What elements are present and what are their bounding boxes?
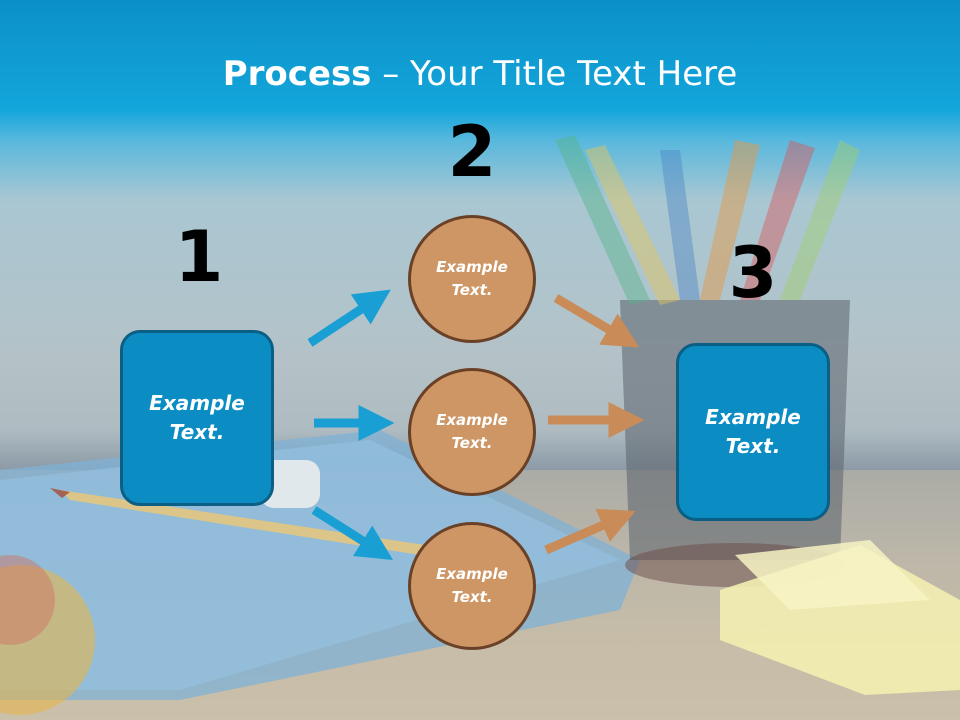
arrow-2-top-to-3 (553, 294, 640, 348)
title-bold: Process (222, 54, 372, 94)
step-1-text: Example Text. (149, 391, 245, 444)
circle-bottom-text: Example Text. (436, 565, 508, 606)
step-number-3: 3 (728, 232, 778, 314)
title-rest: – Your Title Text Here (371, 54, 738, 94)
circle-top-text: Example Text. (436, 258, 508, 299)
step-3-box[interactable]: Example Text. (676, 343, 830, 521)
step-2-circle-middle[interactable]: Example Text. (408, 368, 536, 496)
arrow-2-bottom-to-3 (544, 508, 636, 555)
circle-middle-text: Example Text. (436, 411, 508, 452)
arrow-1-to-2-top (307, 289, 391, 347)
step-2-circle-top[interactable]: Example Text. (408, 215, 536, 343)
step-3-text: Example Text. (705, 405, 801, 458)
step-number-1: 1 (174, 216, 224, 298)
step-number-2: 2 (447, 111, 497, 193)
arrow-1-to-2-bottom (311, 506, 394, 561)
step-1-box[interactable]: Example Text. (120, 330, 274, 506)
slide-title: Process – Your Title Text Here (0, 52, 960, 96)
step-2-circle-bottom[interactable]: Example Text. (408, 522, 536, 650)
